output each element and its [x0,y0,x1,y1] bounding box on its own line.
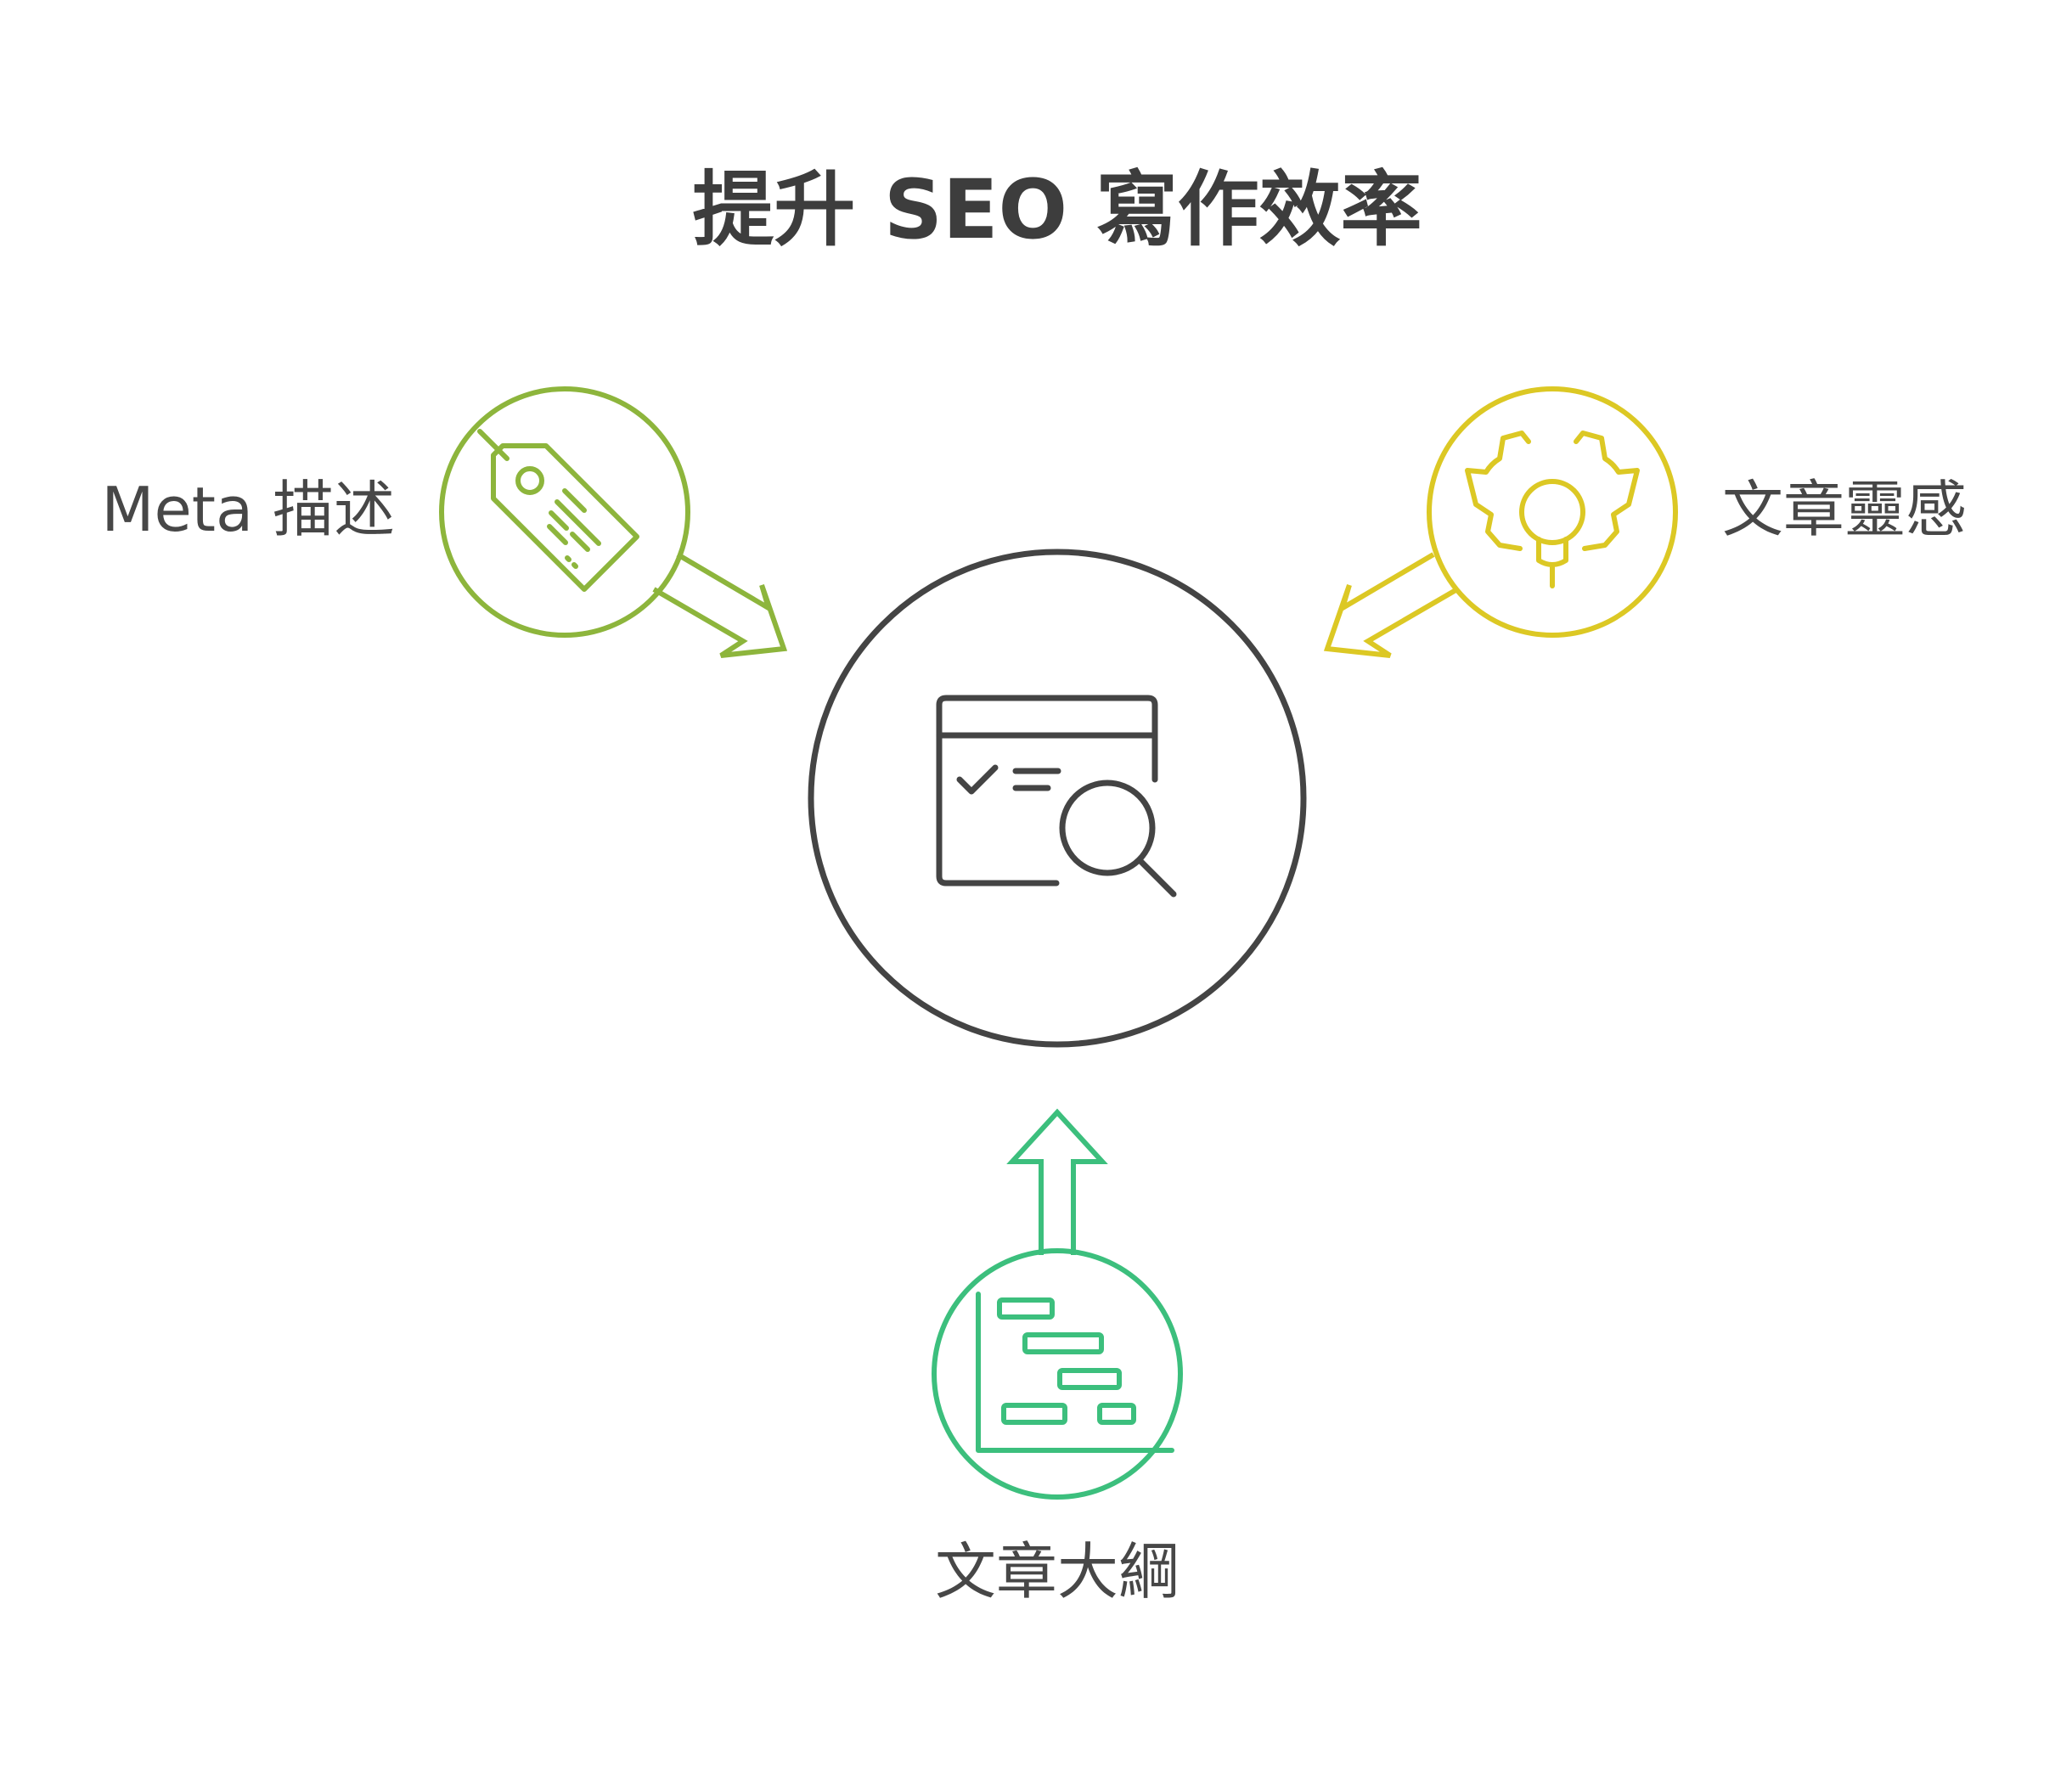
node-meta: Meta 描述 [101,386,788,658]
inspiration-arrow [1323,552,1459,658]
price-tag-icon [477,429,639,592]
inspiration-label: 文章靈感 [1722,474,1967,545]
inspiration-circle [1427,386,1678,638]
outline-arrow [1006,1108,1108,1255]
gear-lightbulb-icon [1465,431,1640,588]
outline-label: 文章大綱 [935,1536,1180,1607]
node-inspiration: 文章靈感 [1323,386,1967,658]
outline-circle [932,1248,1183,1500]
center-circle [808,549,1307,1048]
meta-circle [439,386,690,638]
gantt-chart-icon [976,1292,1174,1453]
meta-label: Meta 描述 [101,474,395,545]
meta-arrow [652,552,788,658]
diagram-title: 提升 SEO 寫作效率 [692,162,1422,257]
center-hub [808,549,1307,1048]
node-outline: 文章大綱 [932,1108,1183,1607]
seo-analysis-window-icon [936,695,1177,898]
